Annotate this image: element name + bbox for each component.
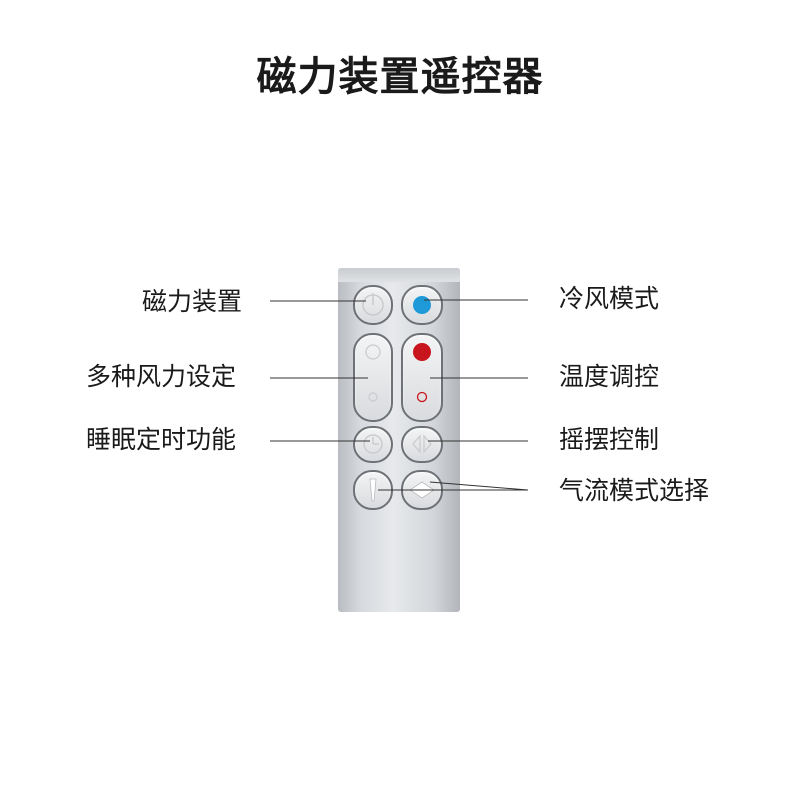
focused-airflow-icon	[369, 478, 377, 502]
focused-airflow-button[interactable]	[353, 470, 393, 510]
power-icon	[362, 293, 384, 316]
page-title: 磁力装置遥控器	[256, 54, 544, 100]
cool-dot-icon	[413, 296, 431, 314]
sleep-timer-button[interactable]	[353, 426, 393, 463]
label-temperature: 温度调控	[559, 362, 660, 391]
wind-speed-icon	[365, 344, 381, 402]
label-cool-mode: 冷风模式	[559, 284, 660, 313]
label-airflow-mode: 气流模式选择	[559, 476, 710, 505]
cool-mode-button[interactable]	[401, 285, 443, 325]
label-oscillation: 摇摆控制	[559, 425, 660, 454]
diffused-airflow-icon	[409, 481, 435, 499]
wind-speed-rocker[interactable]	[353, 333, 393, 422]
heat-dot-icon	[413, 343, 431, 403]
label-sleep-timer: 睡眠定时功能	[85, 425, 236, 454]
label-wind-levels: 多种风力设定	[85, 362, 236, 391]
oscillation-icon	[412, 434, 432, 454]
diffused-airflow-button[interactable]	[401, 470, 443, 510]
power-button[interactable]	[353, 285, 393, 325]
timer-icon	[363, 434, 383, 454]
remote-top-edge	[338, 268, 460, 282]
label-magnetic-device: 磁力装置	[141, 287, 242, 316]
oscillation-button[interactable]	[401, 426, 443, 463]
temperature-rocker[interactable]	[401, 333, 443, 422]
